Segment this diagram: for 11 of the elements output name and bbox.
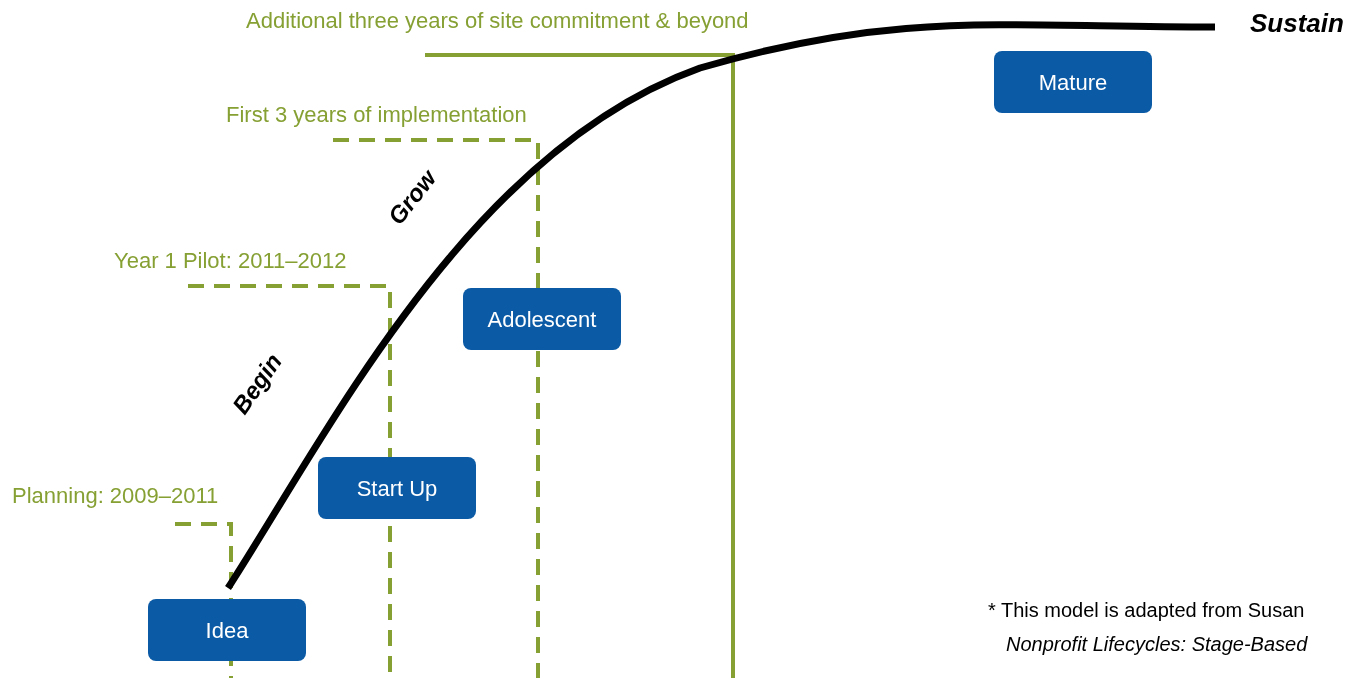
footnote-text: * This model is adapted from Susan [988, 600, 1305, 620]
stage-box: Idea [148, 599, 306, 661]
stage-box: Mature [994, 51, 1152, 113]
phase-label: Additional three years of site commitment & beyond [246, 10, 749, 32]
stage-box: Adolescent [463, 288, 621, 350]
stage-label: Sustain [1250, 10, 1344, 36]
phase-label: First 3 years of implementation [226, 104, 527, 126]
footnote-text: Nonprofit Lifecycles: Stage-Based [1006, 634, 1308, 654]
stage-box: Start Up [318, 457, 476, 519]
phase-label: Year 1 Pilot: 2011–2012 [114, 250, 347, 272]
phase-label: Planning: 2009–2011 [12, 485, 219, 507]
